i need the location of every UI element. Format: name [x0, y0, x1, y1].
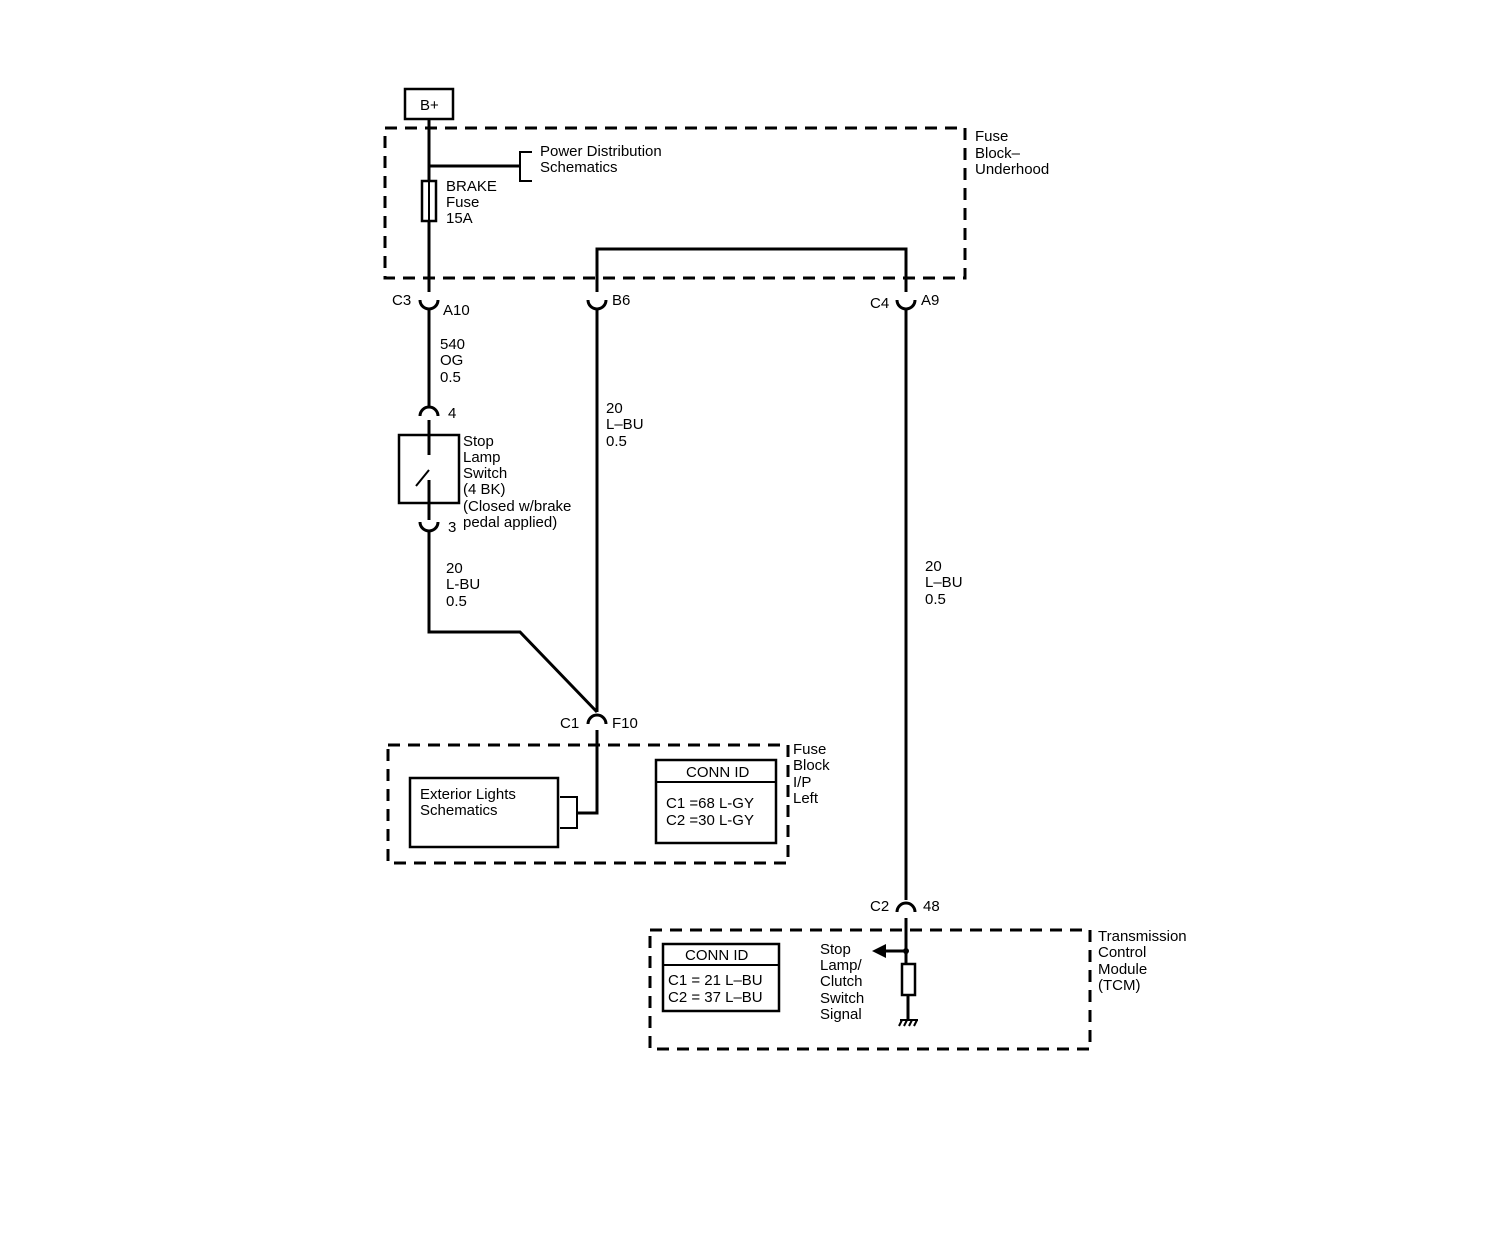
connector-c4-a9: C4 A9 — [870, 292, 939, 314]
exterior-lights-schematics-box: Exterior Lights Schematics — [408, 776, 560, 849]
fuse-block-underhood: Fuse Block– Underhood — [383, 126, 1049, 280]
wire-20-b6-label-2: L–BU — [606, 416, 644, 433]
conn-id-tcm-header: CONN ID — [685, 947, 749, 964]
internal-bus-wire — [595, 247, 908, 292]
battery-positive-source: B+ — [403, 87, 455, 121]
wire-20-tcm-label-1: 20 — [925, 558, 942, 575]
switch-label-4: (4 BK) — [463, 481, 506, 498]
connector-c3-label: C3 — [392, 292, 411, 309]
signal-label-4: Switch — [820, 990, 864, 1007]
conn-id-table-tcm: CONN ID C1 = 21 L–BU C2 = 37 L–BU — [661, 942, 781, 1013]
transmission-control-module: Transmission Control Module (TCM) — [648, 928, 1187, 1051]
wire-to-exterior-lights — [577, 745, 599, 815]
conn-id-ip-row-1: C1 =68 L-GY — [666, 795, 754, 812]
stop-lamp-switch: 4 3 Stop Lamp Switch (4 BK) (Closed w/br… — [397, 405, 571, 536]
connector-b6: B6 — [586, 292, 630, 314]
fuse-block-underhood-label-2: Block– — [975, 145, 1021, 162]
pull-down-resistor — [900, 962, 917, 997]
tcm-label-1: Transmission — [1098, 928, 1187, 945]
fuse-block-ip-label-1: Fuse — [793, 741, 826, 758]
wire-20-switch-label-3: 0.5 — [446, 593, 467, 610]
fuse-block-ip-label-2: Block — [793, 757, 830, 774]
fuse-block-underhood-label-3: Underhood — [975, 161, 1049, 178]
wire-540-label-3: 0.5 — [440, 369, 461, 386]
wire-20-switch-label-2: L-BU — [446, 576, 480, 593]
conn-id-tcm-row-2: C2 = 37 L–BU — [668, 989, 763, 1006]
fuse-block-ip-label-3: I/P — [793, 774, 811, 791]
wire-20-b6-label-1: 20 — [606, 400, 623, 417]
fuse-block-underhood-label-1: Fuse — [975, 128, 1008, 145]
switch-label-5: (Closed w/brake — [463, 498, 571, 515]
switch-label-3: Switch — [463, 465, 507, 482]
power-distribution-label-1: Power Distribution — [540, 143, 662, 160]
wire-20-tcm-label-2: L–BU — [925, 574, 963, 591]
conn-id-ip-row-2: C2 =30 L-GY — [666, 812, 754, 829]
power-distribution-reference: Power Distribution Schematics — [429, 143, 662, 182]
wire-20-switch-to-f10 — [427, 530, 599, 714]
connector-c2-48: C2 48 — [870, 898, 940, 932]
signal-label-2: Lamp/ — [820, 957, 863, 974]
connector-c2-label: C2 — [870, 898, 889, 915]
wire-540-label-1: 540 — [440, 336, 465, 353]
battery-positive-label: B+ — [420, 97, 439, 114]
brake-fuse-label-2: Fuse — [446, 194, 479, 211]
pin-a10-label: A10 — [443, 302, 470, 319]
switch-label-1: Stop — [463, 433, 494, 450]
conn-id-tcm-row-1: C1 = 21 L–BU — [668, 972, 763, 989]
signal-arrow-icon — [872, 944, 886, 958]
signal-label-3: Clutch — [820, 973, 863, 990]
power-distribution-label-2: Schematics — [540, 159, 618, 176]
connector-c1-f10: C1 F10 — [560, 713, 638, 745]
exterior-lights-label-2: Schematics — [420, 802, 498, 819]
connector-c3-a10: C3 A10 — [392, 292, 470, 319]
switch-pin-4-label: 4 — [448, 405, 456, 422]
wire-540-label-2: OG — [440, 352, 463, 369]
exterior-lights-label-1: Exterior Lights — [420, 786, 516, 803]
wire-20-switch-label-1: 20 — [446, 560, 463, 577]
brake-fuse-label-3: 15A — [446, 210, 473, 227]
signal-label-1: Stop — [820, 941, 851, 958]
connector-c1-label: C1 — [560, 715, 579, 732]
brake-fuse: BRAKE Fuse 15A — [420, 178, 497, 227]
tcm-label-3: Module — [1098, 961, 1147, 978]
signal-label-5: Signal — [820, 1006, 862, 1023]
fuse-block-ip-left: Fuse Block I/P Left — [386, 741, 830, 865]
connector-c4-label: C4 — [870, 295, 889, 312]
conn-id-table-ip: CONN ID C1 =68 L-GY C2 =30 L-GY — [654, 758, 778, 845]
conn-id-ip-header: CONN ID — [686, 764, 750, 781]
wire-20-tcm-label-3: 0.5 — [925, 591, 946, 608]
pin-48-label: 48 — [923, 898, 940, 915]
pin-f10-label: F10 — [612, 715, 638, 732]
pin-a9-label: A9 — [921, 292, 939, 309]
tcm-input-circuit: Stop Lamp/ Clutch Switch Signal — [820, 932, 918, 1027]
tcm-label-2: Control — [1098, 944, 1146, 961]
switch-label-6: pedal applied) — [463, 514, 557, 531]
pin-b6-label: B6 — [612, 292, 630, 309]
switch-pin-3-label: 3 — [448, 519, 456, 536]
switch-label-2: Lamp — [463, 449, 501, 466]
tcm-label-4: (TCM) — [1098, 977, 1140, 994]
brake-fuse-label-1: BRAKE — [446, 178, 497, 195]
wire-20-b6-label-3: 0.5 — [606, 433, 627, 450]
fuse-block-ip-label-4: Left — [793, 790, 819, 807]
ground-icon — [898, 1019, 918, 1027]
